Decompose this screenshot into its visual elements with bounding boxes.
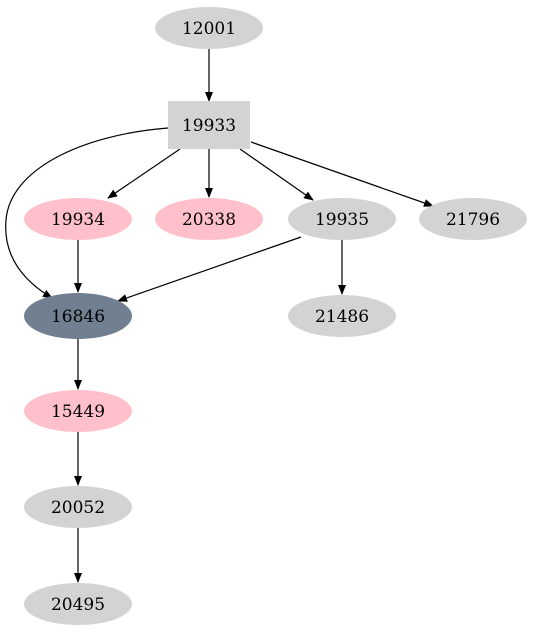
edge-19933-to-19935: [239, 148, 314, 201]
node-15449[interactable]: 15449: [24, 390, 132, 432]
node-ellipse-shape: [288, 198, 396, 240]
node-20338[interactable]: 20338: [155, 198, 263, 240]
node-label: 15449: [51, 402, 105, 422]
edge-19935-to-16846: [117, 236, 302, 302]
node-ellipse-shape: [24, 293, 132, 339]
edge-19933-to-19934: [107, 148, 181, 199]
node-label: 19935: [315, 210, 369, 230]
node-label: 19934: [51, 210, 105, 230]
nodes-layer: 12001 19933 19934 20338 19935 21796 16846 21486…: [24, 7, 527, 625]
node-21486[interactable]: 21486: [288, 295, 396, 337]
node-label: 12001: [182, 19, 236, 39]
node-19935[interactable]: 19935: [288, 198, 396, 240]
edge-19933-to-16846: [5, 127, 169, 299]
node-ellipse-shape: [24, 486, 132, 528]
node-ellipse-shape: [155, 198, 263, 240]
node-12001[interactable]: 12001: [155, 7, 263, 49]
node-label: 21796: [446, 210, 500, 230]
node-label: 19933: [182, 116, 236, 136]
node-ellipse-shape: [24, 198, 132, 240]
node-label: 21486: [315, 307, 369, 327]
node-20495[interactable]: 20495: [24, 583, 132, 625]
edge-19933-to-21796: [250, 141, 434, 207]
node-19933[interactable]: 19933: [168, 101, 250, 149]
node-box-shape: [168, 101, 250, 149]
node-label: 20338: [182, 210, 236, 230]
node-16846[interactable]: 16846: [24, 293, 132, 339]
node-ellipse-shape: [24, 390, 132, 432]
node-19934[interactable]: 19934: [24, 198, 132, 240]
node-label: 20495: [51, 595, 105, 615]
node-21796[interactable]: 21796: [419, 198, 527, 240]
node-ellipse-shape: [419, 198, 527, 240]
node-20052[interactable]: 20052: [24, 486, 132, 528]
node-ellipse-shape: [24, 583, 132, 625]
edges-layer: [5, 49, 434, 583]
node-label: 20052: [51, 498, 105, 518]
node-label: 16846: [51, 307, 105, 327]
node-ellipse-shape: [155, 7, 263, 49]
node-ellipse-shape: [288, 295, 396, 337]
